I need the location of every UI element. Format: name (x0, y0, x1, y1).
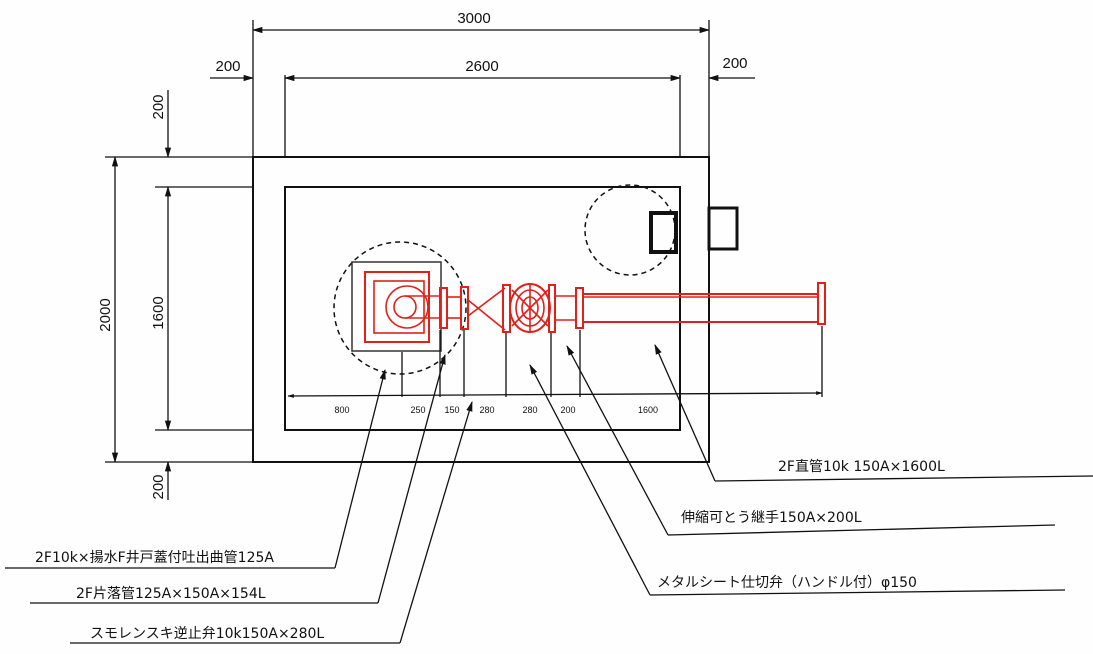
leader-valve (529, 364, 651, 596)
inner-wall (284, 186, 681, 431)
bottom-dim-6: 1600 (638, 405, 658, 415)
manhole-circle-right (584, 184, 676, 276)
leader-check (399, 401, 473, 644)
manhole-circle-left (333, 241, 467, 375)
bottom-dim-line (287, 391, 823, 398)
dim-3000: 3000 (457, 10, 490, 27)
bottom-dim-0: 800 (334, 405, 349, 415)
check-valve-body (509, 283, 551, 333)
label-gate-valve: メタルシート仕切弁（ハンドル付）φ150 (657, 575, 917, 591)
leader-straight (654, 344, 716, 482)
dim-2000: 2000 (97, 298, 114, 331)
leader-underline-straight (714, 475, 1093, 482)
dim-left-200-top: 200 (150, 94, 167, 119)
dim-top-left-200: 200 (215, 58, 240, 75)
pit-outline (105, 20, 710, 463)
dim-2600: 2600 (465, 58, 498, 75)
bottom-dim-3: 280 (479, 405, 494, 415)
leader-bend (334, 368, 386, 569)
discharge-bend-red (364, 271, 441, 343)
leader-lines (5, 344, 1093, 644)
left-dimensions: 200 2000 1600 200 (97, 90, 172, 500)
label-expansion-joint: 伸縮可とう継手150A×200L (681, 510, 862, 526)
flange-5 (575, 287, 584, 329)
flange-2 (460, 286, 469, 330)
bottom-dim-4: 280 (522, 405, 537, 415)
label-reducer: 2F片落管125A×150A×154L (76, 586, 266, 602)
bottom-dim-1: 250 (410, 405, 425, 415)
bottom-dim-2: 150 (444, 405, 459, 415)
label-straight-pipe: 2F直管10k 150A×1600L (778, 458, 945, 475)
bottom-ext-lines (401, 326, 823, 397)
pipe-assembly-red (439, 282, 826, 333)
flange-3 (502, 284, 511, 333)
top-dimensions: 3000 2600 200 200 (210, 10, 755, 82)
label-discharge-bend: 2F10k×揚水F井戸蓋付吐出曲管125A (35, 549, 274, 566)
reducer-line-a (467, 287, 506, 317)
frame-square-left (649, 211, 678, 254)
leader-underline-valve (649, 589, 1066, 596)
leader-reducer (377, 353, 446, 604)
reducer-line-b (467, 299, 506, 331)
frame-square-right (707, 206, 739, 251)
flange-4 (548, 284, 556, 333)
dim-left-200-bottom: 200 (150, 474, 167, 499)
flange-end (817, 282, 826, 325)
dim-1600: 1600 (150, 296, 167, 329)
bottom-dim-values: 800 250 150 280 280 200 1600 (334, 405, 658, 415)
dim-top-right-200: 200 (722, 55, 747, 72)
bottom-dim-5: 200 (560, 405, 575, 415)
outer-wall (252, 156, 710, 463)
component-labels: 2F直管10k 150A×1600L 伸縮可とう継手150A×200L メタルシ… (35, 458, 945, 642)
leader-underline-joint (667, 524, 1056, 536)
leader-joint (566, 345, 669, 536)
flange-1 (439, 287, 448, 329)
label-check-valve: スモレンスキ逆止弁10k150A×280L (90, 626, 324, 642)
